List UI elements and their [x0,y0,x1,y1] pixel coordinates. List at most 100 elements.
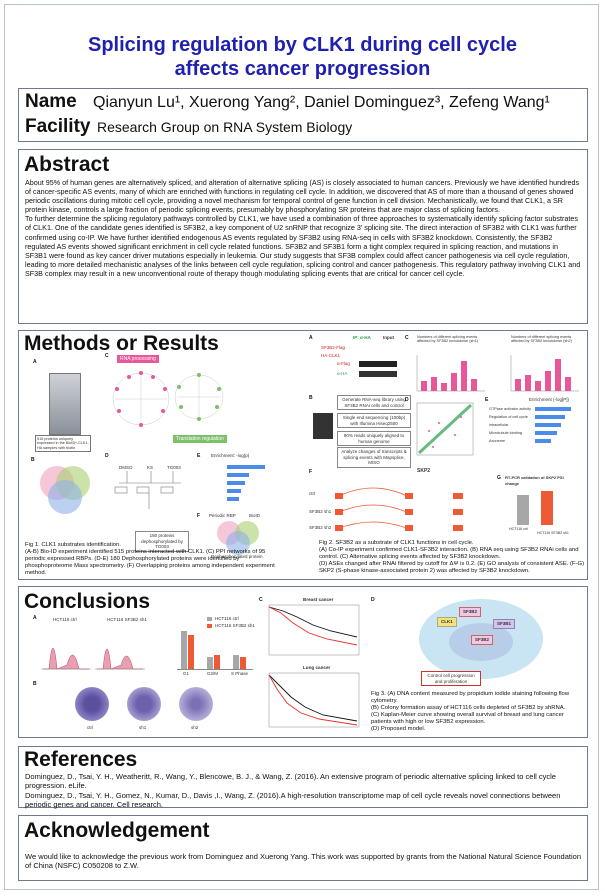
author-box: Name Qianyun Lu¹, Xuerong Yang², Daniel … [18,88,588,142]
ha-clk1-label: HA-CLK1 [321,353,341,358]
fig3-panel-c: C Breast cancer Lung cancer [259,597,363,733]
sh2-track-label: SF3B2 sh2 [309,525,332,530]
phase-bar [207,657,213,669]
colony-label-ctrl: ctrl [87,725,93,730]
references-heading: References [24,748,138,771]
km-lung [268,672,360,728]
fig3-panel-d: D SF3B2 CLK1 SF3B2 SF3B1 Control cell pr… [371,597,585,693]
rtpcr-bar-sh1 [541,491,553,525]
model-sf3b2-bottom: SF3B2 [471,635,494,645]
colony-dish-sh1 [127,687,161,721]
go-term-4: Microtubule binding [489,431,522,435]
conclusions-section: Conclusions A HCT116 ctrl HCT116 SF3B2 s… [18,586,588,738]
ms-schematic [114,471,181,509]
fig1-panel-a: A 515 proteins uniquely expressed in the… [33,359,91,453]
model-clk1: CLK1 [437,617,457,627]
rtpcr-bar-ctrl [517,495,529,525]
fig1-caption: Fig 1. CLK1 substrates identification. (… [25,542,275,577]
fig2-caption-body-1: (A) Co-IP experiment confirmed CLK1-SF3B… [319,547,579,560]
fig1-caption-body: (A-B) Bio-ID experiment identified 515 p… [25,549,275,576]
poster-title: Splicing regulation by CLK1 during cell … [20,33,585,81]
flow-step-2: Single end sequencing (100bp) with Illum… [337,413,411,428]
acknowledgement-body: We would like to acknowledge the previou… [25,852,581,871]
flow-cytometry-histograms [41,647,145,670]
abstract-section: Abstract About 95% of human genes are al… [18,149,588,324]
enrichment-bar [227,481,245,485]
fig2-panel-f: F SKP2 ctrl SF3B2 sh1 SF3B2 sh2 [309,468,475,539]
go-bar [535,439,551,443]
dephos-label: Dephosphorylated protein [211,554,263,559]
venn-diagram-f [217,521,259,555]
gel-image [49,373,81,435]
methods-section: Methods or Results A 515 proteins unique… [18,330,588,580]
panel-label: A [33,359,37,365]
facility-label: Facility [25,116,91,137]
ks-label: KS [147,465,154,470]
flow-step-1: Generate RNA-seq library using SF3B2 RNA… [337,395,411,410]
authors: Qianyun Lu¹, Xuerong Yang², Daniel Domin… [93,94,550,111]
enrichment-bar [227,497,239,501]
blot-band-flag [359,361,397,367]
enrichment-bar [227,473,249,477]
references-section: References Dominguez, D., Tsai, Y. H., W… [18,746,588,809]
ppi-network [112,371,224,427]
alpha-flag-label: α-Flag [337,361,350,366]
legend-ctrl-swatch [207,617,212,621]
fig3-caption-d: (D) Proposed model. [371,726,426,732]
venn-diagram-b [40,466,90,514]
title-line-1: Splicing regulation by CLK1 during cell … [88,34,517,56]
hct-ctrl-label: HCT116 ctrl [53,617,77,622]
fig3-caption-b: (B) Colony formation assay of HCT116 cel… [371,705,566,711]
name-label: Name [25,91,77,112]
colony-label-sh2: sh2 [191,725,199,730]
enrichment-bar [227,489,241,493]
bioid-label: BioID [249,513,261,518]
go-bar [535,423,561,427]
translation-regulation-label: Translation regulation [173,435,227,443]
ip-title: IP: α-HA [353,335,371,340]
fig3-panel-a: A HCT116 ctrl HCT116 SF3B2 sh1 [33,615,153,673]
blot-band-ha [359,371,397,377]
phase-bar [240,657,246,669]
go-term-5: Axoneme [489,439,506,443]
go-bar [535,431,557,435]
abstract-body: About 95% of human genes are alternative… [25,178,581,278]
phase-s: S Phase [231,671,249,676]
scatter-plot-d [416,402,474,456]
fig2-panel-a: A IP: α-HA Input SF3B2-Flag HA-CLK1 α-Fl… [309,335,399,393]
fig2-panel-c: C Numbers of different splicing events a… [405,335,583,397]
go-term-3: intracellular [489,423,509,427]
knockdown-blot [313,413,333,439]
model-sf3b2-top: SF3B2 [459,607,482,617]
breast-cancer-title: Breast cancer [303,597,334,602]
dmso-label: DMSO [119,465,133,470]
lung-cancer-title: Lung cancer [303,665,331,670]
reference-item: Dominguez, D., Tsai, Y. H., Weatheritt, … [25,772,556,791]
fig2-caption-title: Fig 2. SF3B2 as a substrate of CLK1 func… [319,540,474,546]
colony-dish-sh2 [179,687,213,721]
methods-heading: Methods or Results [24,332,219,355]
phase-bar [181,631,187,669]
fig2-panel-b: B Generate RNA-seq library using SF3B2 R… [309,395,411,468]
phase-bar [214,655,220,669]
splicing-events-charts [416,355,579,392]
sh1-track-label: SF3B2 sh1 [309,509,332,514]
bioid-spec-label: 515 proteins uniquely expressed in the B… [35,435,91,453]
input-title: Input [383,335,394,340]
fig1-panel-e: E Enrichment: -log(p) [197,453,269,513]
colony-dish-ctrl [75,687,109,721]
enrichment-bar [227,465,265,469]
fig3-panel-a-bars: HCT116 ctrl HCT116 SF3B2 sh1 G1 G2/M S P… [167,615,263,677]
ctrl-track-label: ctrl [309,491,315,496]
ms-summary: 180 proteins dephosphorylated by TG003 [135,531,189,552]
km-breast [268,604,360,656]
go-title: Enrichment (-log[P]) [529,397,570,402]
go-term-1: GTPase activator activity [489,407,531,411]
fig2-panel-g: G RT-PCR validation of SKP2 PSI change H… [497,475,583,537]
model-outcome: Control cell progression and proliferati… [421,671,481,686]
fig1-panel-f: F Periodic RBP BioID Dephosphorylated pr… [197,513,279,561]
phase-axis [177,669,253,670]
fig2-caption: Fig 2. SF3B2 as a substrate of CLK1 func… [319,540,585,575]
enrichment-title: Enrichment: -log(p) [211,453,250,458]
fig1-panel-c: C RNA processing Translation regulation [105,353,229,445]
